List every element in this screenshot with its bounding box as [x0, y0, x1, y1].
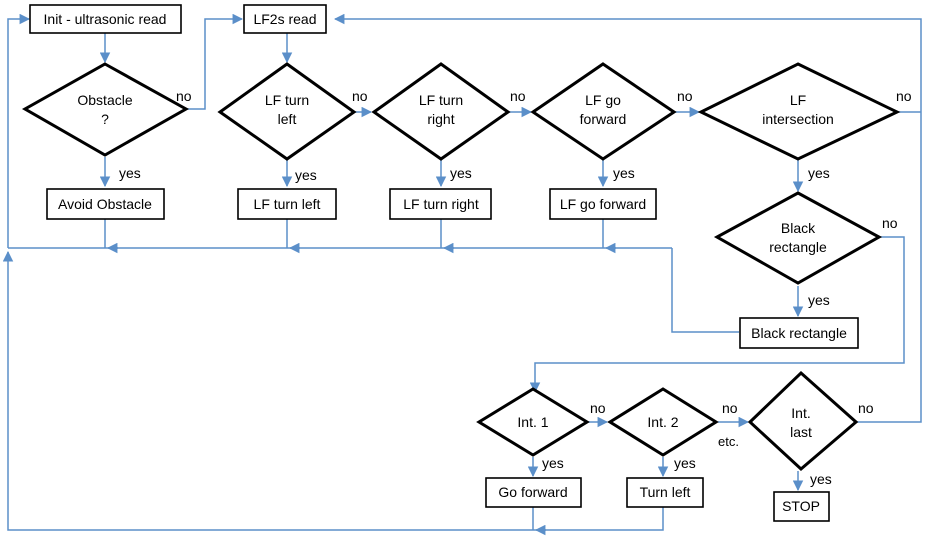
diamond-obstacle-line1: Obstacle — [77, 92, 132, 108]
connector-intlast-no — [333, 13, 922, 423]
box-lf-turn-left: LF turn left — [237, 188, 337, 220]
label-intersection-no: no — [896, 88, 912, 104]
diamond-turn-right-line1: LF turn — [419, 92, 463, 108]
box-black-label: Black rectangle — [751, 325, 847, 341]
diamond-intlast-line1: Int. — [791, 405, 810, 421]
label-forward-no: no — [677, 88, 693, 104]
diamond-turn-left-line2: left — [278, 111, 297, 127]
diamond-int2-label: Int. 2 — [647, 414, 678, 430]
diamond-obstacle: Obstacle ? — [21, 62, 190, 157]
diamond-forward-line1: LF go — [585, 92, 621, 108]
diamond-black-line1: Black — [781, 220, 816, 236]
label-turnright-no: no — [510, 88, 526, 104]
label-black-yes: yes — [808, 292, 830, 308]
diamond-intersection-line1: LF — [790, 92, 806, 108]
box-turn-left: Turn left — [626, 477, 704, 508]
box-go-forward-label: Go forward — [498, 484, 567, 500]
box-turn-left-label: LF turn left — [254, 196, 321, 212]
diamond-black-rectangle: Black rectangle — [713, 191, 883, 285]
connectors — [2, 13, 922, 536]
box-black-rectangle: Black rectangle — [739, 317, 859, 349]
diamond-forward-line2: forward — [580, 111, 627, 127]
connector-blackbox-bus — [671, 248, 739, 333]
diamond-black-line2: rectangle — [769, 239, 827, 255]
diamond-int-last: Int. last — [747, 370, 859, 472]
diamond-lf-turn-right: LF turn right — [371, 62, 511, 161]
label-int2-no: no — [722, 400, 738, 416]
diamond-lf-go-forward: LF go forward — [530, 62, 677, 161]
label-intersection-yes: yes — [808, 165, 830, 181]
box-lf-turn-right: LF turn right — [389, 188, 492, 220]
box-turn-right-label: LF turn right — [403, 196, 479, 212]
box-stop-label: STOP — [782, 498, 820, 514]
diamond-lf-intersection: LF intersection — [697, 62, 901, 161]
box-lf2s-label: LF2s read — [253, 11, 316, 27]
diamond-turn-left-line1: LF turn — [265, 92, 309, 108]
diamond-intersection-line2: intersection — [762, 111, 834, 127]
label-black-no: no — [882, 215, 898, 231]
connector-bottom-return — [2, 250, 664, 531]
box-lf2s: LF2s read — [243, 4, 327, 34]
box-lf-go-forward: LF go forward — [549, 188, 657, 220]
label-turnright-yes: yes — [450, 165, 472, 181]
label-turnleft-no: no — [352, 88, 368, 104]
label-forward-yes: yes — [613, 165, 635, 181]
label-intlast-no: no — [858, 400, 874, 416]
box-forward-label: LF go forward — [560, 196, 646, 212]
diamond-obstacle-line2: ? — [101, 111, 109, 127]
diamond-intlast-line2: last — [790, 424, 812, 440]
diamond-turn-right-line2: right — [427, 111, 454, 127]
box-avoid-label: Avoid Obstacle — [58, 196, 152, 212]
box-avoid-obstacle: Avoid Obstacle — [46, 188, 165, 220]
label-obstacle-yes: yes — [119, 165, 141, 181]
diamond-lf-turn-left: LF turn left — [217, 62, 357, 161]
box-go-forward: Go forward — [485, 477, 582, 508]
box-init-label: Init - ultrasonic read — [44, 11, 167, 27]
label-int1-no: no — [590, 400, 606, 416]
box-turn-left-int-label: Turn left — [640, 484, 691, 500]
label-etc: etc. — [718, 434, 739, 449]
label-int1-yes: yes — [542, 455, 564, 471]
label-intlast-yes: yes — [810, 471, 832, 487]
diamond-int-2: Int. 2 — [607, 387, 719, 457]
label-int2-yes: yes — [674, 455, 696, 471]
diamond-int-1: Int. 1 — [476, 387, 590, 457]
edge-labels: no yes no yes no yes no yes no yes no ye… — [119, 88, 912, 487]
connector-black-no — [529, 236, 905, 394]
diamond-int1-label: Int. 1 — [517, 414, 548, 430]
connector-obstacle-lf2s — [186, 13, 244, 110]
label-turnleft-yes: yes — [295, 167, 317, 183]
connector-bus-up-init — [7, 13, 31, 248]
box-init: Init - ultrasonic read — [29, 4, 182, 34]
label-obstacle-no: no — [176, 88, 192, 104]
box-stop: STOP — [773, 491, 830, 522]
